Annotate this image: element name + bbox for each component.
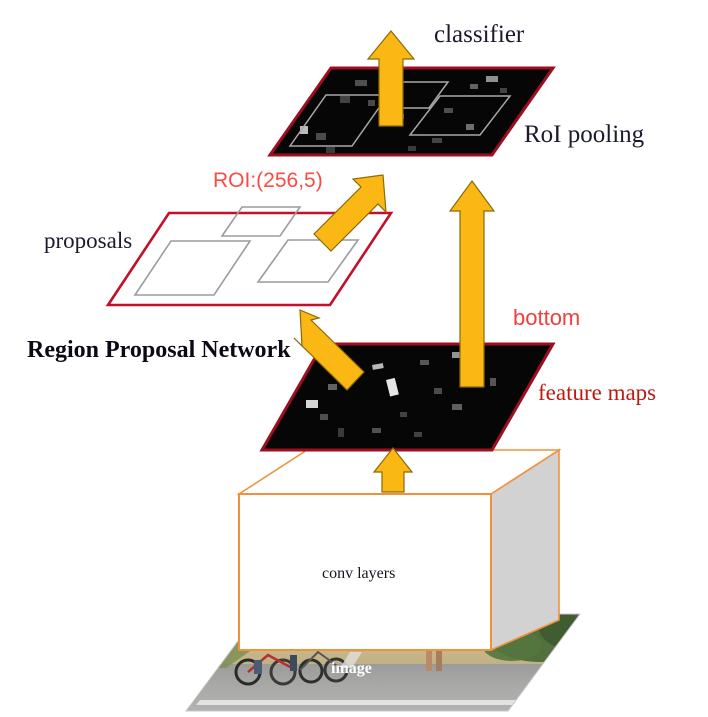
roi-box: [408, 95, 512, 136]
label-roi-dimensions: ROI:(256,5): [213, 169, 323, 192]
bicycle-silhouette: [234, 650, 349, 686]
arrow-feature-maps-to-proposals: [293, 309, 365, 391]
feature-map-activations-bottom: [306, 352, 496, 437]
label-classifier: classifier: [434, 21, 525, 48]
feature-maps-plane: [259, 342, 556, 452]
label-region-proposal-network: Region Proposal Network: [27, 337, 291, 363]
label-roi-pooling: RoI pooling: [524, 121, 645, 148]
proposal-box: [133, 240, 252, 296]
arrow-proposals-to-roi-pooling: [313, 174, 387, 252]
arrow-feature-maps-to-roi-pooling: [448, 179, 496, 388]
proposal-box: [256, 239, 360, 283]
label-proposals: proposals: [44, 228, 133, 253]
proposal-box: [220, 206, 302, 237]
roi-pooling-feature-map: [267, 66, 556, 157]
arrow-to-classifier: [366, 30, 416, 127]
label-bottom: bottom: [513, 305, 581, 330]
label-feature-maps: feature maps: [538, 380, 657, 405]
label-image: image: [331, 660, 372, 677]
label-conv-layers: conv layers: [322, 565, 396, 582]
arrow-conv-to-feature-maps: [372, 447, 414, 493]
